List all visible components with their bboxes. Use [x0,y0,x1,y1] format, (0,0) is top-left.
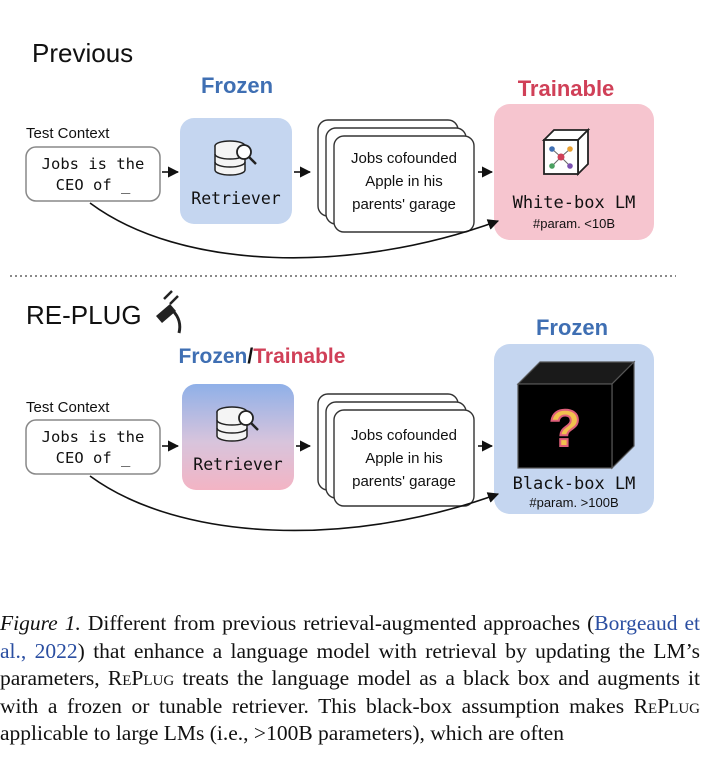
black-box-lm-label: Black-box LM [513,474,636,494]
caption-text-2: ) that enhance a language model with ret… [0,638,700,691]
svg-text:?: ? [549,400,581,458]
figure-diagram: Previous Frozen Trainable Test Context J… [10,38,676,532]
database-icon-bottom [216,406,259,442]
retriever-label-bottom: Retriever [193,455,282,474]
doc-line3-top: parents' garage [352,196,456,213]
document-stack-bottom [317,393,475,507]
black-box-lm-param: #param. >100B [529,495,618,510]
doc-line2-top: Apple in his [365,173,443,190]
arrow-query-to-lm-bottom [89,475,500,532]
database-icon-top [214,140,257,176]
test-context-label-bottom: Test Context [26,399,110,416]
figure-1: Previous Frozen Trainable Test Context J… [10,38,676,532]
test-context-label-top: Test Context [26,125,110,142]
query-line2-bottom: CEO of _ [56,449,131,467]
caption-citation-link[interactable]: Borgeaud et al., 2022 [0,611,700,663]
plug-icon [156,290,182,334]
caption-replug-1: RePlug [107,666,175,691]
white-box-lm-label: White-box LM [513,193,636,213]
retriever-label-top: Retriever [191,189,280,208]
caption-text-3: treats the language model as a black box… [0,666,700,718]
frozen-header-bottom: Frozen [536,315,608,340]
caption-text-1: Different from previous retrieval-augmen… [80,611,595,635]
caption-text-4: applicable to large LMs (i.e., >100B par… [0,721,564,746]
doc-line2-bottom: Apple in his [365,450,443,467]
doc-line1-bottom: Jobs cofounded [351,427,457,444]
query-line2-top: CEO of _ [56,176,131,194]
caption-figure-label: Figure 1. [0,611,81,635]
query-line1-top: Jobs is the [42,155,145,173]
frozen-header-top: Frozen [201,73,273,98]
white-cube-network-icon [541,127,591,177]
black-cube-question-icon: ? [516,360,636,470]
query-box-bottom [25,419,161,475]
slash-separator: / [247,345,253,368]
caption-replug-2: RePlug [633,693,700,718]
frozen-trainable-header: Frozen/Trainable [179,345,346,368]
doc-line3-bottom: parents' garage [352,473,456,490]
white-box-lm-param: #param. <10B [533,216,615,231]
arrow-query-to-lm-top [89,202,500,259]
previous-title: Previous [32,38,133,68]
doc-line1-top: Jobs cofounded [351,150,457,167]
trainable-word: Trainable [253,345,345,368]
replug-title: RE-PLUG [26,300,142,330]
document-stack-top [317,119,475,233]
frozen-word: Frozen [179,345,248,368]
query-line1-bottom: Jobs is the [42,428,145,446]
trainable-header-top: Trainable [518,76,615,101]
figure-caption: Figure 1. Different from previous retrie… [0,610,700,782]
query-box-top [25,146,161,202]
